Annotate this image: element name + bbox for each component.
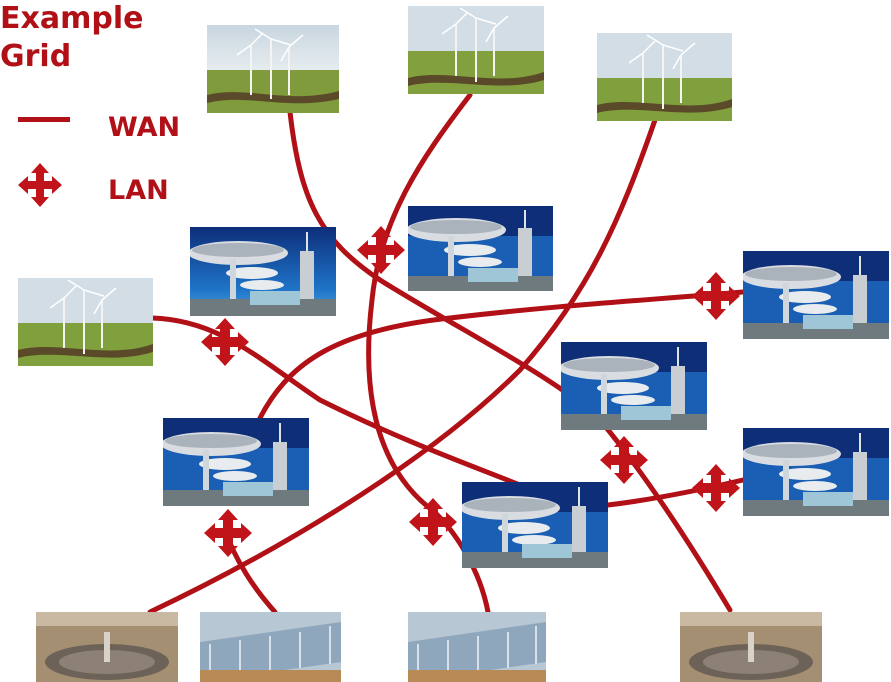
building-image: [743, 251, 889, 339]
wan-link: [366, 92, 491, 615]
wind-farm-image: [18, 278, 153, 366]
wan-link: [257, 289, 746, 421]
lan-legend-icon: [18, 163, 62, 207]
lan-marker-icon: [357, 226, 405, 274]
title-line-1: Example: [0, 1, 144, 36]
wind-farm-image: [408, 6, 544, 94]
solar-tower-plant-image: [36, 612, 178, 682]
wan-link: [287, 109, 733, 613]
building-image: [408, 206, 553, 291]
solar-trough-image: [408, 612, 546, 682]
building-image: [163, 418, 309, 506]
wind-farm-image: [597, 33, 732, 121]
lan-marker-icon: [201, 318, 249, 366]
wan-legend-line: [18, 117, 70, 122]
wan-link: [147, 117, 658, 615]
title-line-2: Grid: [0, 39, 72, 74]
lan-marker-icon: [204, 509, 252, 557]
lan-marker-icon: [692, 272, 740, 320]
wan-legend-label: WAN: [108, 112, 181, 143]
building-image: [561, 342, 707, 430]
solar-tower-plant-image: [680, 612, 822, 682]
lan-marker-icon: [409, 498, 457, 546]
wind-farm-image: [207, 25, 339, 113]
building-image: [743, 428, 889, 516]
lan-marker-icon: [600, 436, 648, 484]
wan-link: [149, 315, 523, 488]
lan-legend-label: LAN: [108, 175, 169, 206]
lan-marker-icon: [692, 464, 740, 512]
building-image: [462, 482, 608, 568]
building-image: [190, 227, 336, 316]
solar-trough-image: [200, 612, 341, 682]
diagram-title: Example Grid: [0, 0, 220, 76]
